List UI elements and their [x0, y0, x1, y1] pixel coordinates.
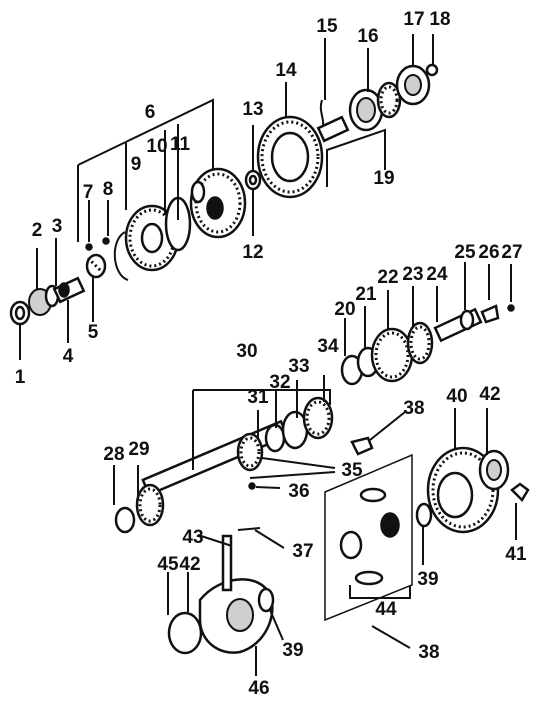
differential-group — [167, 446, 530, 655]
callout-42b: 42 — [179, 554, 200, 575]
callout-30: 30 — [236, 341, 257, 362]
callout-33: 33 — [288, 356, 309, 377]
callout-4: 4 — [63, 346, 74, 367]
callout-38a: 38 — [403, 398, 424, 419]
callout-10: 10 — [146, 136, 167, 157]
callout-27: 27 — [501, 242, 522, 263]
callout-36: 36 — [288, 481, 309, 502]
callout-22: 22 — [377, 267, 398, 288]
callout-39a: 39 — [417, 569, 438, 590]
callout-45: 45 — [157, 554, 179, 575]
callout-44: 44 — [375, 599, 397, 620]
callout-21: 21 — [355, 284, 377, 305]
callout-26: 26 — [478, 242, 499, 263]
callout-38b: 38 — [418, 642, 439, 663]
callout-31: 31 — [247, 387, 269, 408]
callout-25: 25 — [454, 242, 476, 263]
callout-37: 37 — [292, 541, 313, 562]
callout-15: 15 — [316, 16, 338, 37]
callout-35: 35 — [341, 460, 363, 481]
callout-9: 9 — [131, 154, 142, 175]
countershaft-right-group — [340, 304, 515, 386]
parts-illustration — [9, 63, 530, 655]
callout-11: 11 — [170, 134, 191, 155]
callout-6: 6 — [145, 102, 156, 123]
callout-24: 24 — [426, 264, 448, 285]
callout-3: 3 — [52, 216, 63, 237]
callout-19: 19 — [373, 168, 394, 189]
callout-42a: 42 — [479, 384, 500, 405]
callout-43: 43 — [182, 527, 203, 548]
callout-39b: 39 — [282, 640, 303, 661]
callout-1: 1 — [15, 367, 26, 388]
callout-32: 32 — [269, 372, 290, 393]
callout-7: 7 — [83, 182, 94, 203]
callout-20: 20 — [334, 299, 355, 320]
callout-5: 5 — [88, 322, 99, 343]
callout-28: 28 — [103, 444, 124, 465]
callout-16: 16 — [357, 26, 378, 47]
ring-gear-bearing-group — [256, 63, 439, 199]
synchronizer-gear-group — [85, 167, 262, 281]
callout-18: 18 — [429, 9, 450, 30]
callout-13: 13 — [242, 99, 263, 120]
callout-14: 14 — [275, 60, 297, 81]
callout-12: 12 — [242, 242, 263, 263]
main-shaft-group — [114, 396, 374, 534]
leader-lines — [19, 34, 517, 676]
callout-41: 41 — [505, 544, 527, 565]
input-shaft-parts — [9, 253, 107, 326]
callout-8: 8 — [103, 179, 114, 200]
callout-23: 23 — [402, 264, 423, 285]
callout-46: 46 — [248, 678, 269, 699]
callout-17: 17 — [403, 9, 424, 30]
callout-40: 40 — [446, 386, 467, 407]
callout-29: 29 — [128, 439, 149, 460]
callout-34: 34 — [317, 336, 339, 357]
callout-2: 2 — [32, 220, 43, 241]
